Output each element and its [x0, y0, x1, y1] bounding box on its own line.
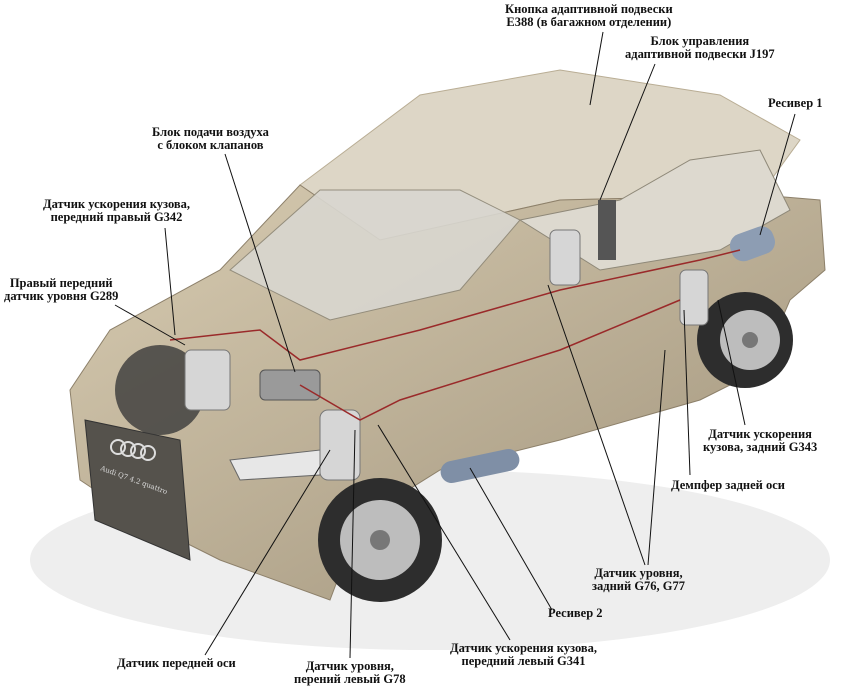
front-right-strut [184, 349, 231, 411]
headlight [229, 449, 321, 481]
label-receiver-1: Ресивер 1 [768, 96, 823, 110]
label-g342: Датчик ускорения кузова,передний правый … [43, 197, 191, 224]
label-g341: Датчик ускорения кузова,передний левый G… [450, 641, 598, 668]
right-front-wheel [115, 345, 205, 435]
label-g76-g77: Датчик уровня,задний G76, G77 [592, 566, 686, 593]
label-g78: Датчик уровня,перений левый G78 [294, 659, 406, 686]
air-supply-unit [259, 369, 321, 401]
air-lines [169, 249, 741, 421]
label-rear-damper: Демпфер задней оси [671, 478, 785, 492]
audi-rings [110, 439, 156, 461]
control-unit-j197 [598, 200, 616, 260]
rear-left-strut [549, 229, 581, 286]
side-windows [518, 149, 791, 271]
leader-lines [114, 31, 796, 659]
label-receiver-2: Ресивер 2 [548, 606, 603, 620]
receiver-1 [729, 226, 776, 262]
rear-right-strut [679, 269, 709, 326]
receiver-2 [440, 448, 520, 484]
front-wheel [318, 478, 442, 602]
rear-wheel [697, 292, 793, 388]
label-front-axle: Датчик передней оси [117, 656, 236, 670]
front-left-strut [319, 409, 361, 481]
